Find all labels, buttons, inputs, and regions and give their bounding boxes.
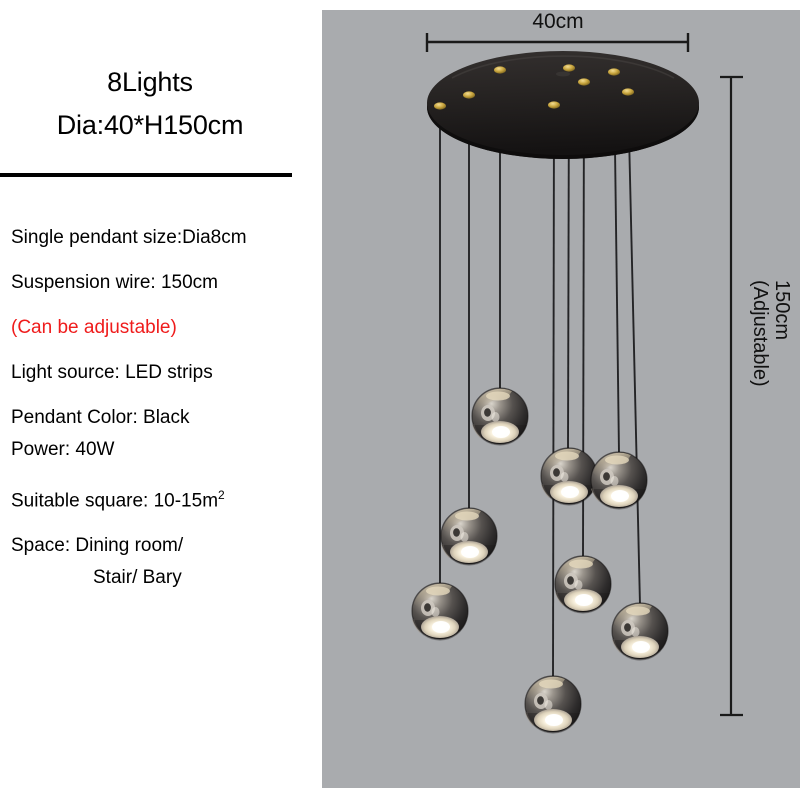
pendant-ball-4: [440, 507, 498, 567]
spec-suitable-square: Suitable square: 10-15m2: [11, 483, 316, 513]
pendant-ball-5: [554, 555, 612, 615]
chandelier-illustration: [411, 33, 743, 735]
width-dimension-label: 40cm: [532, 10, 584, 33]
specification-list: Single pendant size:Dia8cm Suspension wi…: [11, 226, 316, 590]
height-dimension-line: [720, 75, 743, 717]
product-title-lights-count: 8Lights: [107, 67, 193, 97]
pendant-balls: [411, 387, 669, 735]
product-title-dimensions: Dia:40*H150cm: [56, 110, 244, 140]
specification-panel: 8Lights Dia:40*H150cm Single pendant siz…: [0, 0, 322, 800]
ceiling-canopy: [427, 51, 699, 159]
title-divider: [0, 173, 292, 177]
spec-pendant-color: Pendant Color: Black: [11, 407, 190, 428]
spec-space-primary: Space: Dining room/: [11, 535, 184, 557]
height-dimension-note: (Adjustable): [749, 280, 771, 387]
spec-suitable-square-text: Suitable square: 10-15m: [11, 490, 219, 512]
spec-space-secondary: Stair/ Bary: [93, 567, 182, 589]
height-dimension-value: 150cm: [771, 280, 793, 341]
canopy-connectors: [434, 64, 634, 110]
spec-single-pendant-size: Single pendant size:Dia8cm: [11, 227, 247, 248]
spec-power: Power: 40W: [11, 439, 115, 460]
spec-suspension-wire: Suspension wire: 150cm: [11, 272, 218, 293]
pendant-ball-1: [471, 387, 529, 447]
pendant-ball-8: [524, 675, 582, 735]
spec-square-meter-superscript: 2: [218, 488, 225, 502]
product-image-panel: [322, 10, 800, 788]
height-dimension-label: 150cm (Adjustable): [735, 280, 795, 520]
pendant-ball-2: [540, 447, 598, 507]
product-title-block: 8Lights Dia:40*H150cm: [0, 62, 300, 148]
pendant-ball-6: [411, 582, 469, 642]
pendant-ball-3: [590, 451, 648, 511]
spec-adjustable-note: (Can be adjustable): [11, 317, 177, 338]
pendant-ball-7: [611, 602, 669, 662]
spec-light-source: Light source: LED strips: [11, 362, 213, 383]
width-dimension-line: [425, 33, 690, 52]
